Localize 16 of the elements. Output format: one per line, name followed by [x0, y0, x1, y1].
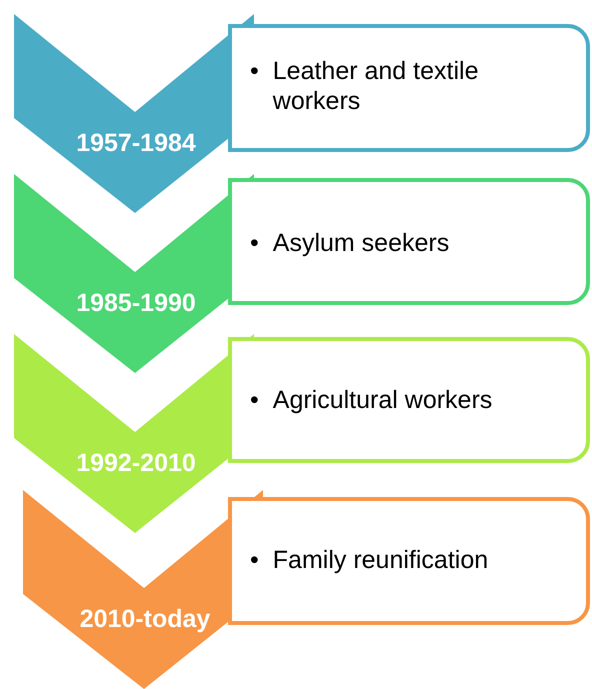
item-text: Leather and textile workers: [272, 56, 480, 116]
item-text: Agricultural workers: [272, 385, 492, 415]
text-box: [228, 337, 590, 463]
item-text: Asylum seekers: [272, 228, 450, 258]
text-box: [228, 497, 590, 625]
text-box: [228, 24, 590, 152]
item-text: Family reunification: [272, 545, 488, 575]
year-label: 1992-2010: [75, 448, 197, 478]
bullet-mark: •: [250, 385, 259, 415]
year-label: 1985-1990: [75, 288, 197, 318]
bullet-mark: •: [250, 228, 259, 258]
text-box: [228, 178, 590, 305]
year-label: 2010-today: [78, 604, 212, 634]
bullet-mark: •: [250, 56, 259, 86]
bullet-mark: •: [250, 545, 259, 575]
year-label: 1957-1984: [75, 128, 197, 158]
